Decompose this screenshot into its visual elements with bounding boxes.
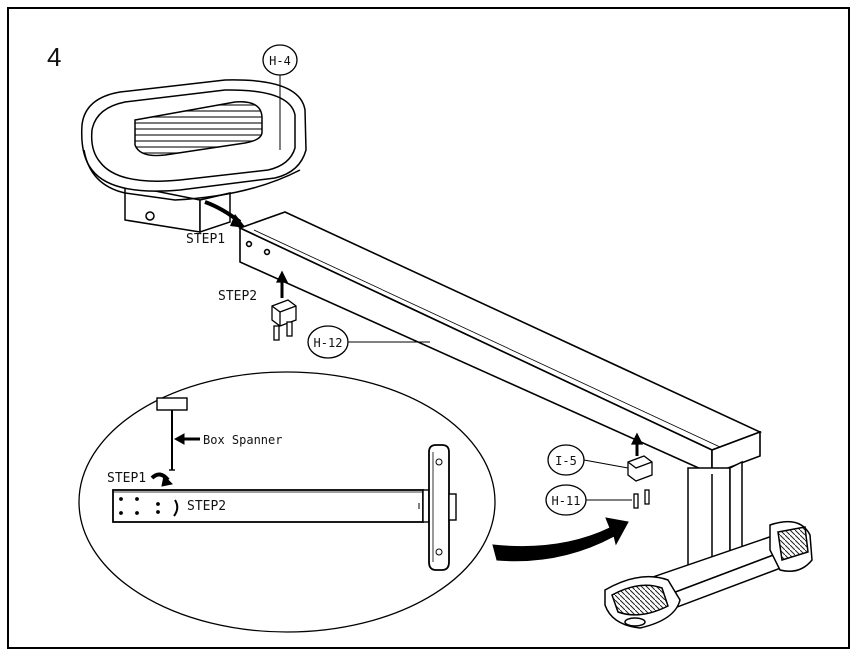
step2-label: STEP2	[218, 289, 257, 304]
step1-label: STEP1	[186, 232, 225, 247]
step-number: 4	[47, 42, 61, 72]
detail-pointer-arrow	[492, 517, 629, 562]
detail-step1-label: STEP1	[107, 471, 146, 486]
seat-callout: H-4	[262, 44, 298, 150]
beam-callout: H-12	[307, 325, 430, 359]
front-block-and-bolts	[271, 270, 297, 341]
label-i5: I-5	[555, 454, 577, 468]
rear-block-and-bolts	[627, 432, 653, 509]
page-frame	[7, 7, 850, 649]
beam-part	[237, 211, 763, 476]
block-callout: I-5	[547, 444, 629, 476]
label-h4: H-4	[269, 54, 291, 68]
rear-stand	[604, 460, 813, 629]
seat-part	[80, 79, 307, 234]
label-h12: H-12	[314, 336, 343, 350]
box-spanner-label: Box Spanner	[203, 433, 282, 447]
detail-step2-label: STEP2	[187, 499, 226, 514]
detail-view-ellipse	[78, 371, 496, 633]
detail-view	[112, 397, 457, 571]
label-h11: H-11	[552, 494, 581, 508]
bolts-callout: H-11	[545, 484, 632, 516]
